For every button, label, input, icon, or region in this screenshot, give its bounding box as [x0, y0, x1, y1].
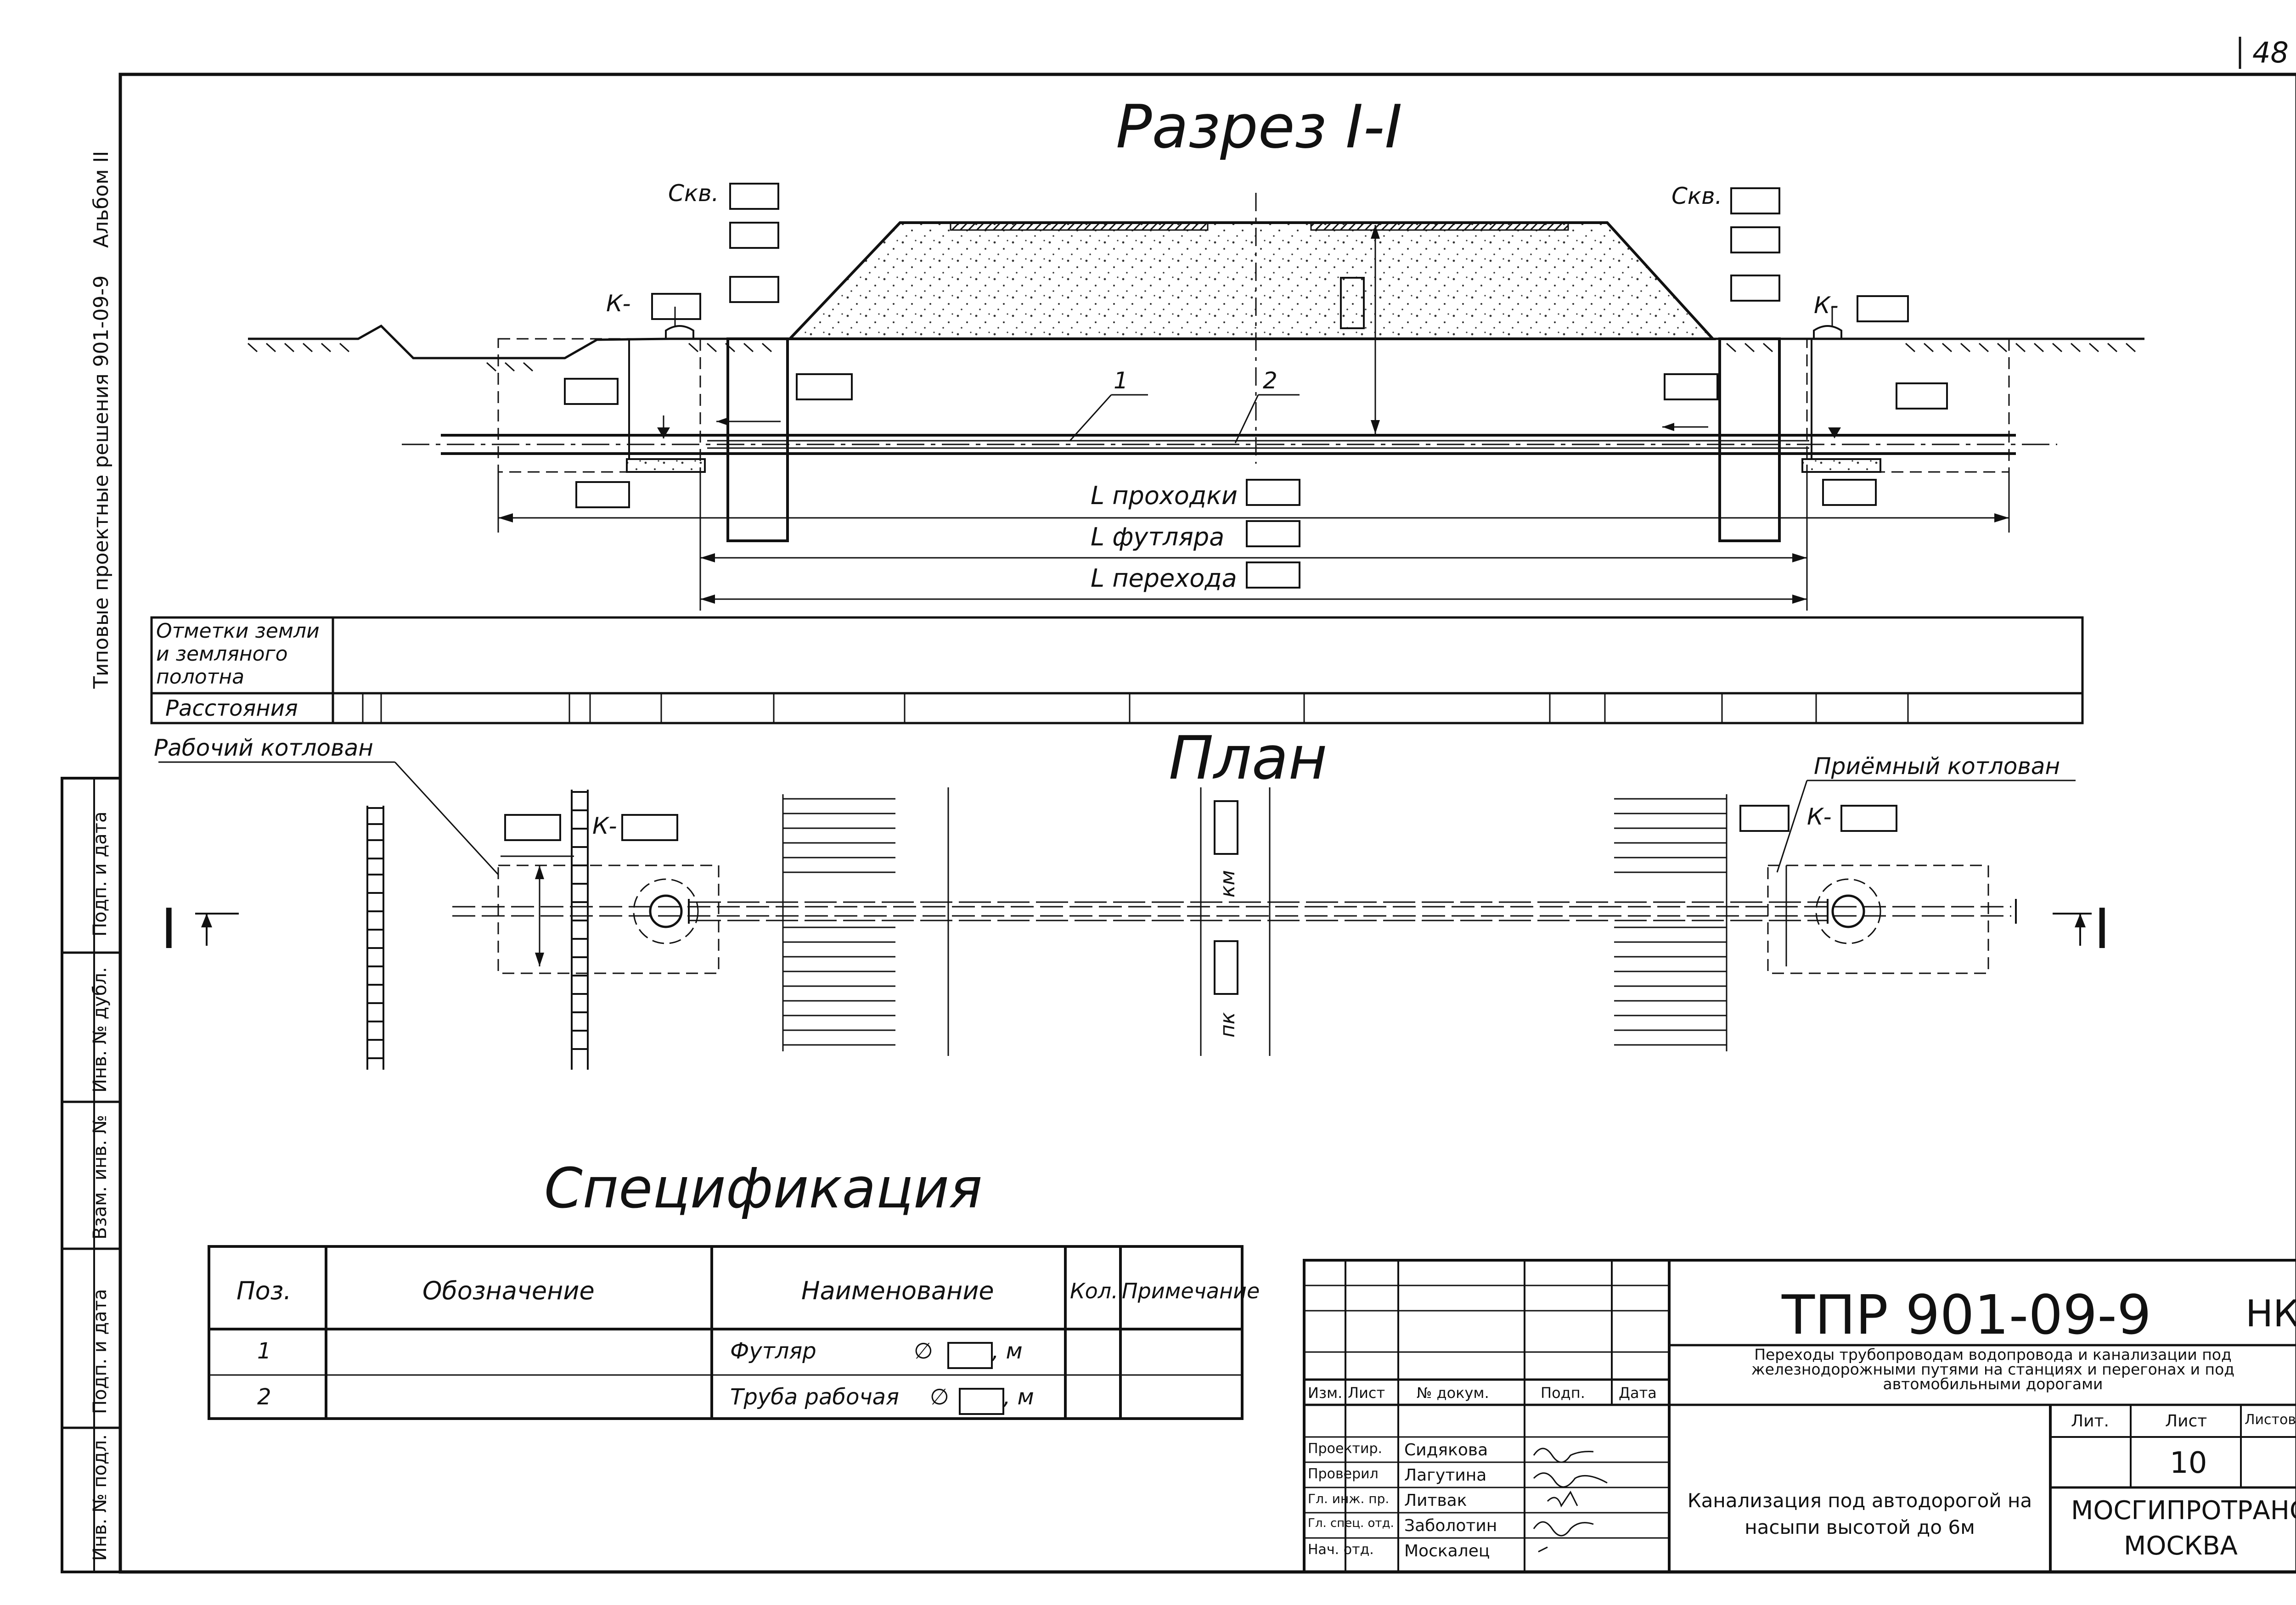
organization: МОСГИПРОТРАНС — [2071, 1496, 2296, 1526]
rev-header-date: Дата — [1619, 1384, 1657, 1402]
sheet-number: 10 — [2170, 1446, 2207, 1480]
dim-label-futlyara: L футляра — [1091, 522, 1225, 551]
title-block — [1303, 1259, 2296, 1573]
drawing-name: Канализация под автодорогой на насыпи вы… — [1687, 1489, 2032, 1538]
plan-k-label-right: К- — [1807, 803, 1832, 830]
pipe-marker-2: 2 — [1263, 367, 1277, 394]
spec-row1-diam: ∅ — [914, 1338, 933, 1364]
spec-header-designation: Обозначение — [422, 1276, 595, 1305]
drawing-code: ТПР 901-09-9 — [1782, 1283, 2152, 1347]
section-view — [247, 183, 2144, 611]
spec-row2-name: Труба рабочая — [730, 1384, 899, 1410]
rev-header-doc: № докум. — [1417, 1384, 1489, 1402]
spec-header-note: Примечание — [1122, 1279, 1260, 1303]
sheet-header-listov: Листов — [2245, 1412, 2296, 1428]
series-label: Типовые проектные решения 901-09-9 — [90, 275, 113, 689]
embankment-fill — [787, 221, 1716, 340]
pk-label: пк — [1216, 1012, 1239, 1038]
name-1: Сидякова — [1404, 1441, 1488, 1459]
k-label-right: К- — [1814, 292, 1839, 319]
specification-title: Спецификация — [544, 1157, 983, 1221]
k-label-left: К- — [606, 290, 631, 317]
album-label: Альбом II — [90, 151, 113, 248]
dim-label-perehoda: L перехода — [1091, 564, 1237, 593]
stamp-cell-5: Инв. № подл. — [90, 1434, 111, 1561]
km-label: км — [1216, 870, 1239, 898]
name-4: Заболотин — [1404, 1516, 1497, 1535]
spec-row1-name: Футляр — [730, 1338, 816, 1364]
rev-header-list: Лист — [1348, 1384, 1385, 1402]
working-pit-label: Рабочий котлован — [154, 735, 373, 761]
page-number: 48 — [2252, 36, 2289, 69]
drawing-mark: НК — [2245, 1292, 2296, 1335]
spec-row2-diam: ∅ — [930, 1384, 949, 1410]
city: МОСКВА — [2124, 1531, 2238, 1561]
spec-header-qty: Кол. — [1070, 1279, 1118, 1303]
role-1: Проектир. — [1308, 1441, 1383, 1457]
spec-header-name: Наименование — [801, 1276, 994, 1305]
left-shaft — [726, 337, 789, 542]
stamp-cell-1: Подп. и дата — [90, 811, 111, 937]
stamp-cell-4: Подп. и дата — [90, 1289, 111, 1414]
section-mark-left: I — [161, 898, 177, 961]
specification-table — [208, 1245, 1244, 1420]
stamp-cell-2: Инв. № дубл. — [90, 967, 111, 1093]
right-shaft — [1718, 337, 1781, 542]
plan-working-pit — [497, 864, 720, 974]
plan-k-label-left: К- — [592, 813, 617, 839]
ground-line — [248, 324, 790, 359]
plan-receiving-pit — [1767, 864, 1989, 974]
rev-header-sign: Подп. — [1541, 1384, 1585, 1402]
spec-row2-unit: , м — [1003, 1384, 1034, 1410]
pipe-marker-1: 1 — [1114, 367, 1128, 394]
name-3: Литвак — [1404, 1491, 1467, 1510]
section-title: Разрез I-I — [1116, 92, 1402, 162]
spec-header-pos: Поз. — [236, 1276, 292, 1305]
profile-row1-label: Отметки земли и земляного полотна — [156, 619, 320, 689]
section-mark-right: I — [2094, 898, 2110, 961]
rev-header-izm: Изм. — [1308, 1384, 1343, 1402]
role-3: Гл. инж. пр. — [1308, 1491, 1390, 1506]
left-stamp-strip — [61, 777, 122, 1573]
skv-label-right: Скв. — [1671, 183, 1722, 209]
skv-label-left: Скв. — [668, 180, 719, 207]
plan-title: План — [1169, 723, 1328, 793]
name-5: Москалец — [1404, 1542, 1490, 1560]
role-4: Гл. спец. отд. — [1308, 1516, 1394, 1530]
sheet-header-lit: Лит. — [2071, 1412, 2109, 1431]
right-pit-outline — [1806, 338, 2010, 473]
sheet-header-list: Лист — [2165, 1412, 2207, 1431]
role-2: Проверил — [1308, 1466, 1379, 1482]
profile-row2-label: Расстояния — [165, 696, 298, 721]
plan-view — [158, 761, 2092, 1070]
signatures — [1533, 1448, 1608, 1553]
left-pit-outline — [497, 338, 701, 473]
spec-row1-unit: , м — [992, 1338, 1023, 1364]
spec-row1-pos: 1 — [257, 1338, 271, 1364]
receiving-pit-label: Приёмный котлован — [1814, 753, 2060, 780]
name-2: Лагутина — [1404, 1466, 1487, 1485]
profile-table — [150, 616, 2084, 724]
dim-label-prohodki: L проходки — [1091, 481, 1238, 510]
drawing-description: Переходы трубопроводам водопровода и кан… — [1751, 1346, 2235, 1393]
spec-row2-pos: 2 — [257, 1384, 271, 1410]
stamp-cell-3: Взам. инв. № — [90, 1115, 111, 1240]
role-5: Нач. отд. — [1308, 1542, 1374, 1558]
